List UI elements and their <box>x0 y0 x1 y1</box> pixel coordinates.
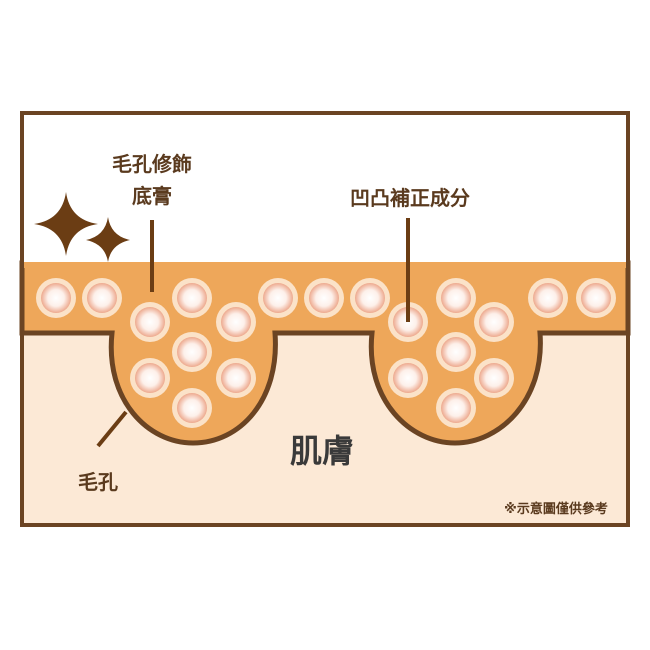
particle <box>41 283 71 313</box>
particle <box>177 393 207 423</box>
frame-border <box>20 111 630 527</box>
sparkle-small-icon <box>86 217 130 262</box>
disclaimer-note: ※示意圖僅供參考 <box>504 502 608 517</box>
particle <box>177 337 207 367</box>
foundation-layer <box>19 260 631 446</box>
skin-label: 肌膚 <box>289 432 355 470</box>
particle <box>479 307 509 337</box>
particle <box>355 283 385 313</box>
particle <box>479 363 509 393</box>
particle <box>393 363 423 393</box>
particle <box>533 283 563 313</box>
correction-label: 凹凸補正成分 <box>350 186 470 210</box>
pore-leader-line <box>96 410 128 448</box>
pore-label: 毛孔 <box>78 470 118 494</box>
particle <box>221 307 251 337</box>
particle <box>309 283 339 313</box>
particle <box>441 283 471 313</box>
foundation-label-line2: 底膏 <box>132 184 172 208</box>
particle <box>177 283 207 313</box>
particle <box>263 283 293 313</box>
particle <box>135 363 165 393</box>
particle <box>441 393 471 423</box>
particle <box>221 363 251 393</box>
particle <box>441 337 471 367</box>
foundation-label-line1: 毛孔修飾 <box>112 152 192 176</box>
particle <box>87 283 117 313</box>
sparkle-large-icon <box>34 192 98 256</box>
particle <box>581 283 611 313</box>
particle <box>135 307 165 337</box>
